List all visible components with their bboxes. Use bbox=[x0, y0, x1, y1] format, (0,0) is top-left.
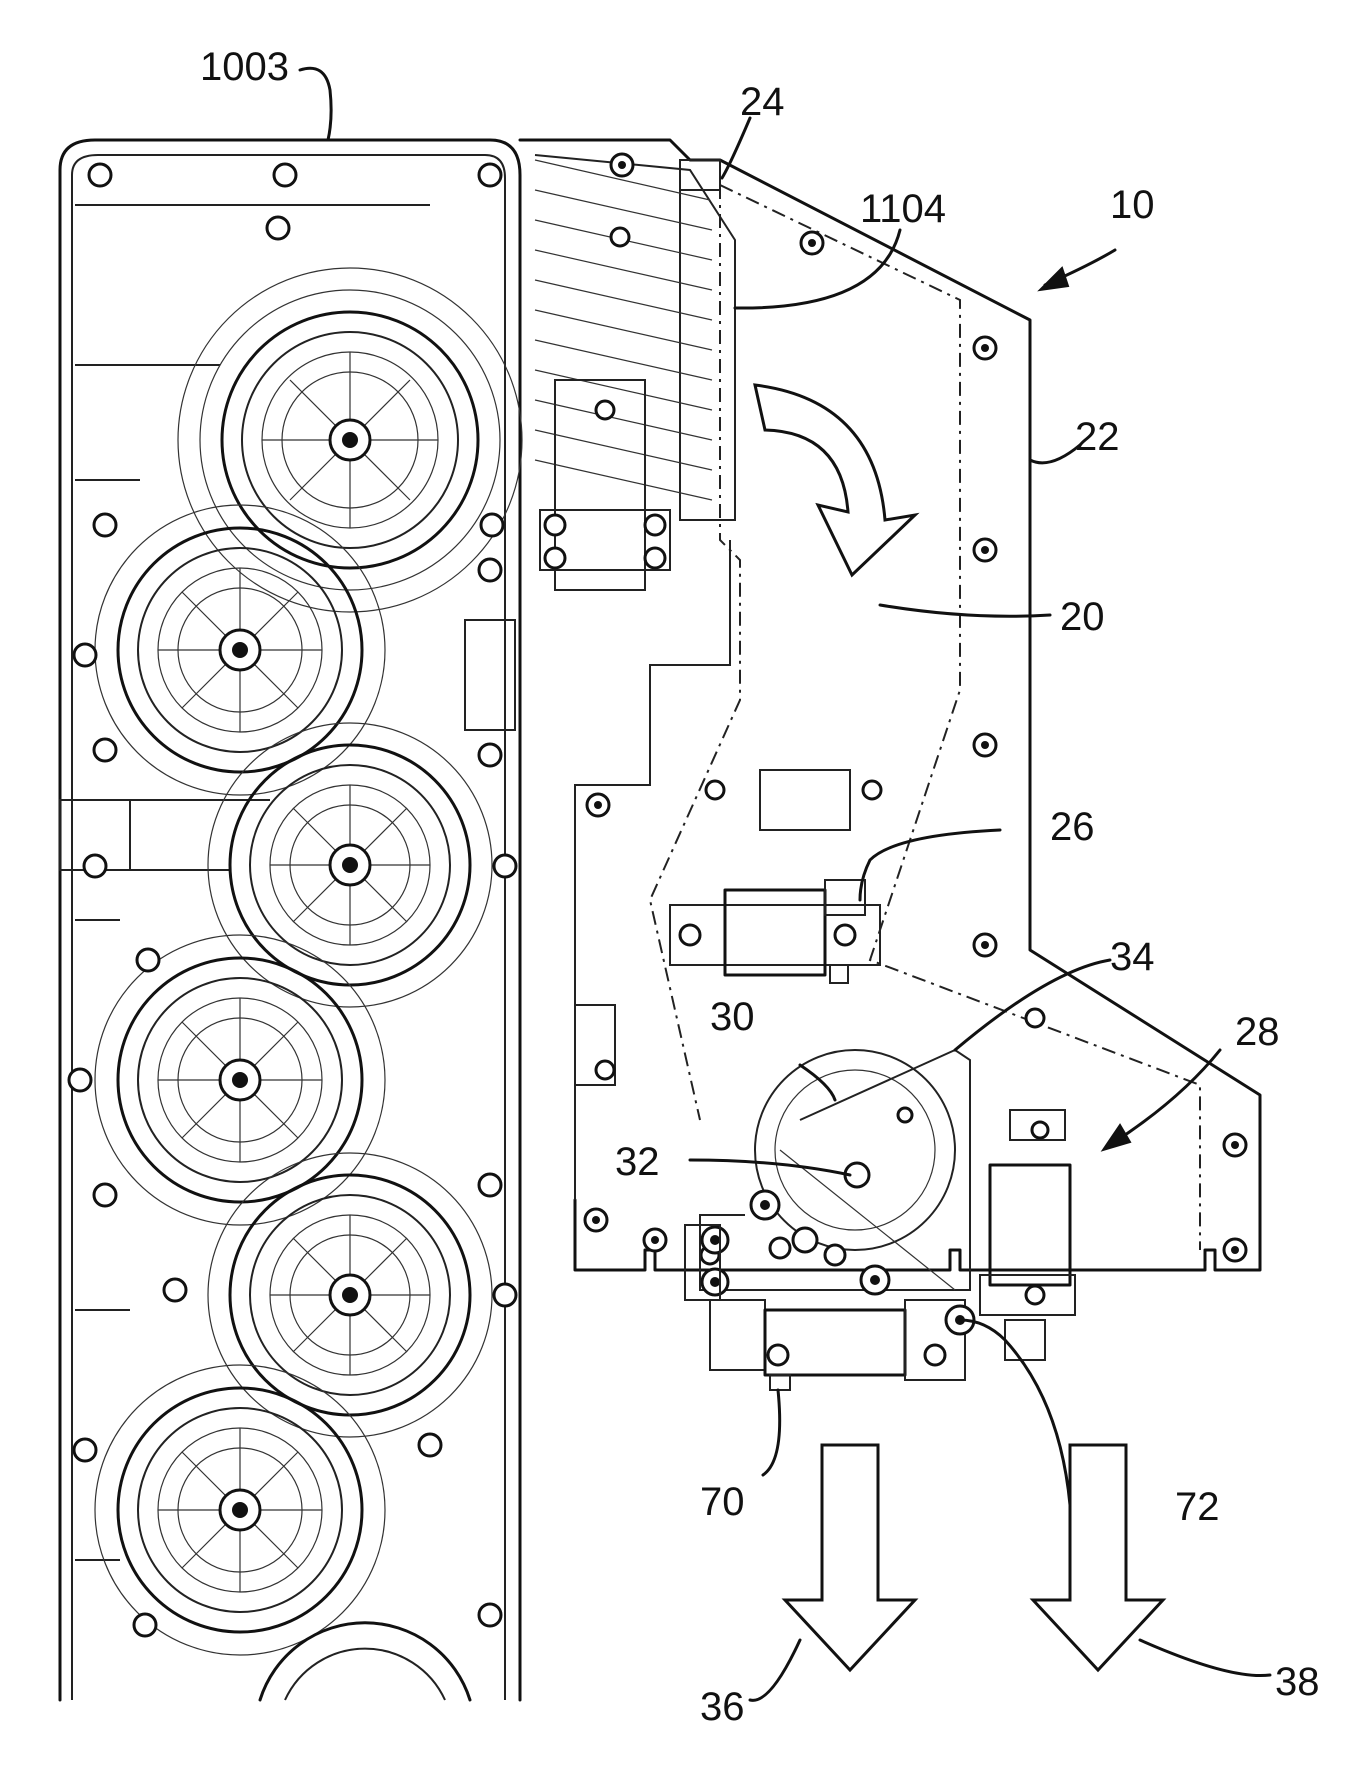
stack-screws bbox=[69, 164, 516, 1636]
label-70: 70 bbox=[700, 1480, 745, 1524]
gate-72 bbox=[905, 1300, 974, 1380]
cartridge-stack-1003 bbox=[60, 140, 520, 1700]
gate-70 bbox=[710, 1300, 905, 1390]
module-10-frame bbox=[520, 140, 1260, 1270]
output-arrow-36 bbox=[785, 1445, 915, 1670]
label-34: 34 bbox=[1110, 935, 1155, 979]
actuator-block bbox=[980, 1110, 1075, 1360]
label-10: 10 bbox=[1110, 183, 1155, 227]
tube-hubs bbox=[220, 420, 370, 1530]
output-arrow-38 bbox=[1033, 1445, 1163, 1670]
label-24: 24 bbox=[740, 80, 785, 124]
label-20: 20 bbox=[1060, 595, 1105, 639]
label-36: 36 bbox=[700, 1685, 745, 1729]
label-72: 72 bbox=[1175, 1485, 1220, 1529]
reference-arrow-28 bbox=[1103, 1050, 1220, 1150]
label-32: 32 bbox=[615, 1140, 660, 1184]
coin-tube-7-partial bbox=[260, 1623, 470, 1700]
label-1003: 1003 bbox=[200, 45, 289, 89]
label-28: 28 bbox=[1235, 1010, 1280, 1054]
reference-arrow-10 bbox=[1040, 250, 1115, 290]
label-30: 30 bbox=[710, 995, 755, 1039]
chute-1104 bbox=[535, 155, 735, 590]
sensor-26 bbox=[670, 880, 880, 983]
coin-flow-arrow bbox=[755, 385, 915, 575]
label-22: 22 bbox=[1075, 415, 1120, 459]
label-1104: 1104 bbox=[860, 187, 946, 231]
label-26: 26 bbox=[1050, 805, 1095, 849]
label-38: 38 bbox=[1275, 1660, 1320, 1704]
